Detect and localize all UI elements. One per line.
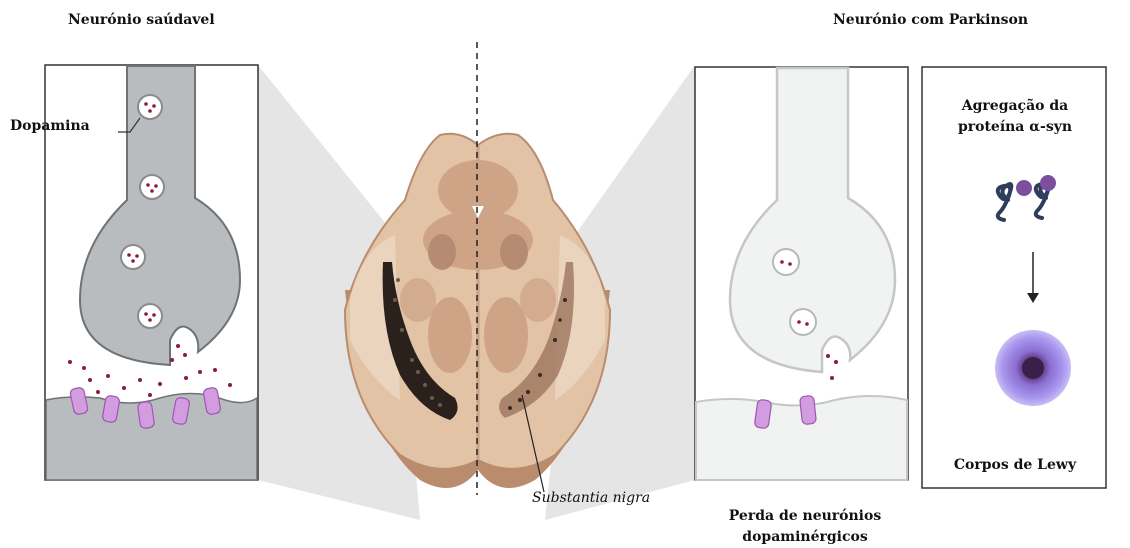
dopamine-label: Dopamina [10, 118, 90, 134]
neuron-loss-line-1: Perda de neurónios [700, 506, 910, 527]
lewy-body-icon [995, 330, 1071, 406]
vesicle [140, 175, 164, 199]
vesicle [121, 245, 145, 269]
neuron-loss-line-2: dopaminérgicos [700, 527, 910, 548]
parkinson-neuron-title: Neurónio com Parkinson [833, 12, 1028, 28]
vesicle [790, 309, 816, 335]
alpha-syn-line-2: proteína α-syn [930, 117, 1100, 138]
parkinson-neuron-panel [695, 67, 908, 480]
healthy-neuron-title: Neurónio saúdavel [68, 12, 215, 28]
neuron-loss-label: Perda de neurónios dopaminérgicos [700, 506, 910, 548]
lewy-bodies-label: Corpos de Lewy [930, 457, 1100, 473]
vesicle [138, 95, 162, 119]
alpha-syn-label: Agregação da proteína α-syn [930, 96, 1100, 138]
vesicle [773, 249, 799, 275]
substantia-nigra-label: Substantia nigra [532, 490, 650, 506]
vesicle [138, 304, 162, 328]
alpha-syn-line-1: Agregação da [930, 96, 1100, 117]
